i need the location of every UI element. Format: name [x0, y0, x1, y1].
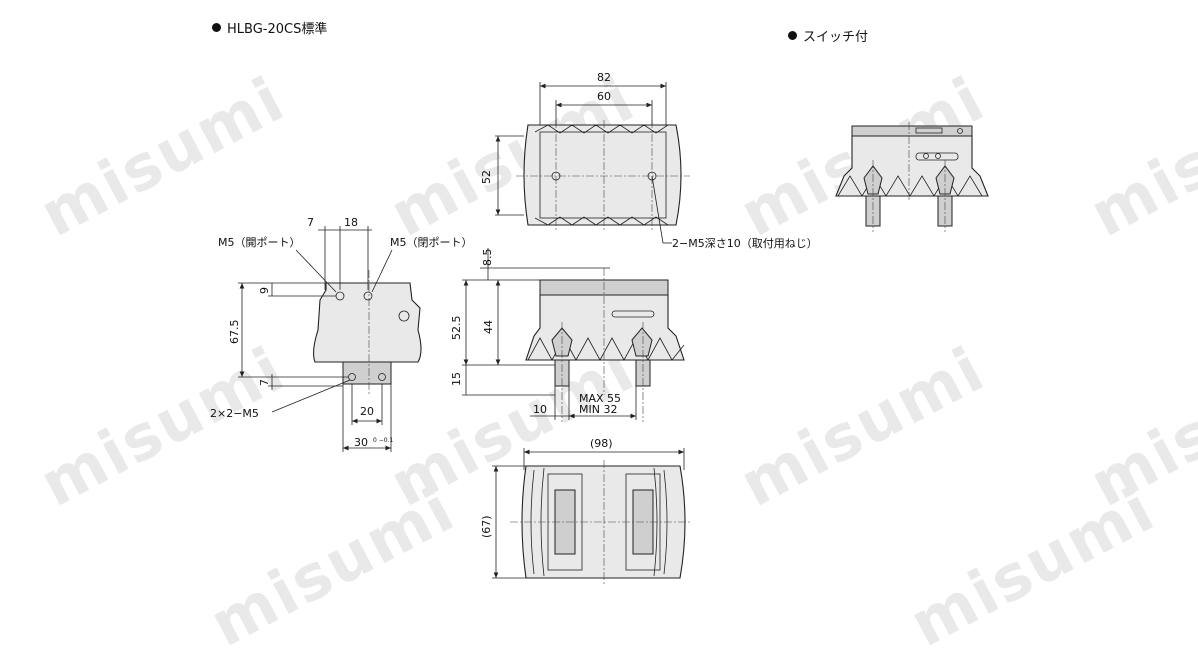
port-close-label: M5（閉ポート）: [390, 236, 473, 249]
switch-top-cap: [851, 125, 973, 137]
top-view: 82 60 52 2−M5深さ10（取付用ねじ）: [480, 71, 818, 250]
dim-52-5: 52.5: [450, 316, 463, 341]
bullet-icon: [212, 23, 221, 32]
dim-9: 9: [258, 287, 271, 294]
dim-67-5: 67.5: [228, 320, 241, 345]
header-standard-label: HLBG-20CS標準: [227, 22, 328, 37]
dim-60: 60: [597, 90, 611, 103]
side-mount-block: [342, 361, 392, 385]
tap-note: 2−M5深さ10（取付用ねじ）: [672, 237, 818, 250]
technical-drawing: 82 60 52 2−M5深さ10（取付用ねじ） 7 18 M5（開ポート）: [210, 71, 989, 584]
switch-slot: [915, 152, 959, 161]
dim-82: 82: [597, 71, 611, 84]
side-plug-icon: [398, 310, 410, 322]
dim-20: 20: [360, 405, 374, 418]
dim-18: 18: [344, 216, 358, 229]
top-view-body: [523, 124, 682, 226]
switch-sensor: [915, 127, 943, 134]
tap-2x2-label: 2×2−M5: [210, 407, 259, 420]
dim-8-5: 8.5: [481, 249, 494, 267]
dim-30-tolerance: 0 −0.1: [373, 437, 393, 444]
bullet-icon: [788, 31, 797, 40]
switch-view: [835, 122, 989, 232]
dim-44: 44: [482, 320, 495, 334]
top-inner-outline: [539, 131, 667, 219]
mount-hole-left: [551, 171, 561, 181]
side-view: 7 18 M5（開ポート） M5（閉ポート） 9 67.5 7 2×2−M5 2…: [210, 216, 473, 452]
dim-max: MAX 55: [579, 392, 621, 405]
front-teeth: [527, 337, 685, 361]
bottom-view: (98) (67): [480, 437, 692, 584]
dim-52: 52: [480, 170, 493, 184]
finger-tip-right: [631, 327, 653, 357]
dim-98: (98): [590, 437, 613, 450]
dim-7-lower: 7: [258, 379, 271, 386]
mount-hole-right: [647, 171, 657, 181]
header-switch: スイッチ付: [788, 26, 868, 45]
port-open-label: M5（開ポート）: [218, 236, 301, 249]
port-close-icon: [363, 291, 373, 301]
side-view-body: [312, 282, 422, 363]
dim-7-top: 7: [307, 216, 314, 229]
header-standard: HLBG-20CS標準: [212, 18, 327, 37]
dim-30: 30: [354, 436, 368, 449]
dim-10: 10: [533, 403, 547, 416]
front-slot: [611, 310, 655, 318]
dim-min: MIN 32: [579, 403, 617, 416]
dim-15: 15: [450, 372, 463, 386]
dim-67: (67): [480, 515, 493, 538]
header-switch-label: スイッチ付: [803, 30, 869, 45]
switch-body: [835, 135, 989, 197]
front-view: 8.5 52.5 44 15 10 MAX 55 MIN 32: [450, 248, 685, 422]
